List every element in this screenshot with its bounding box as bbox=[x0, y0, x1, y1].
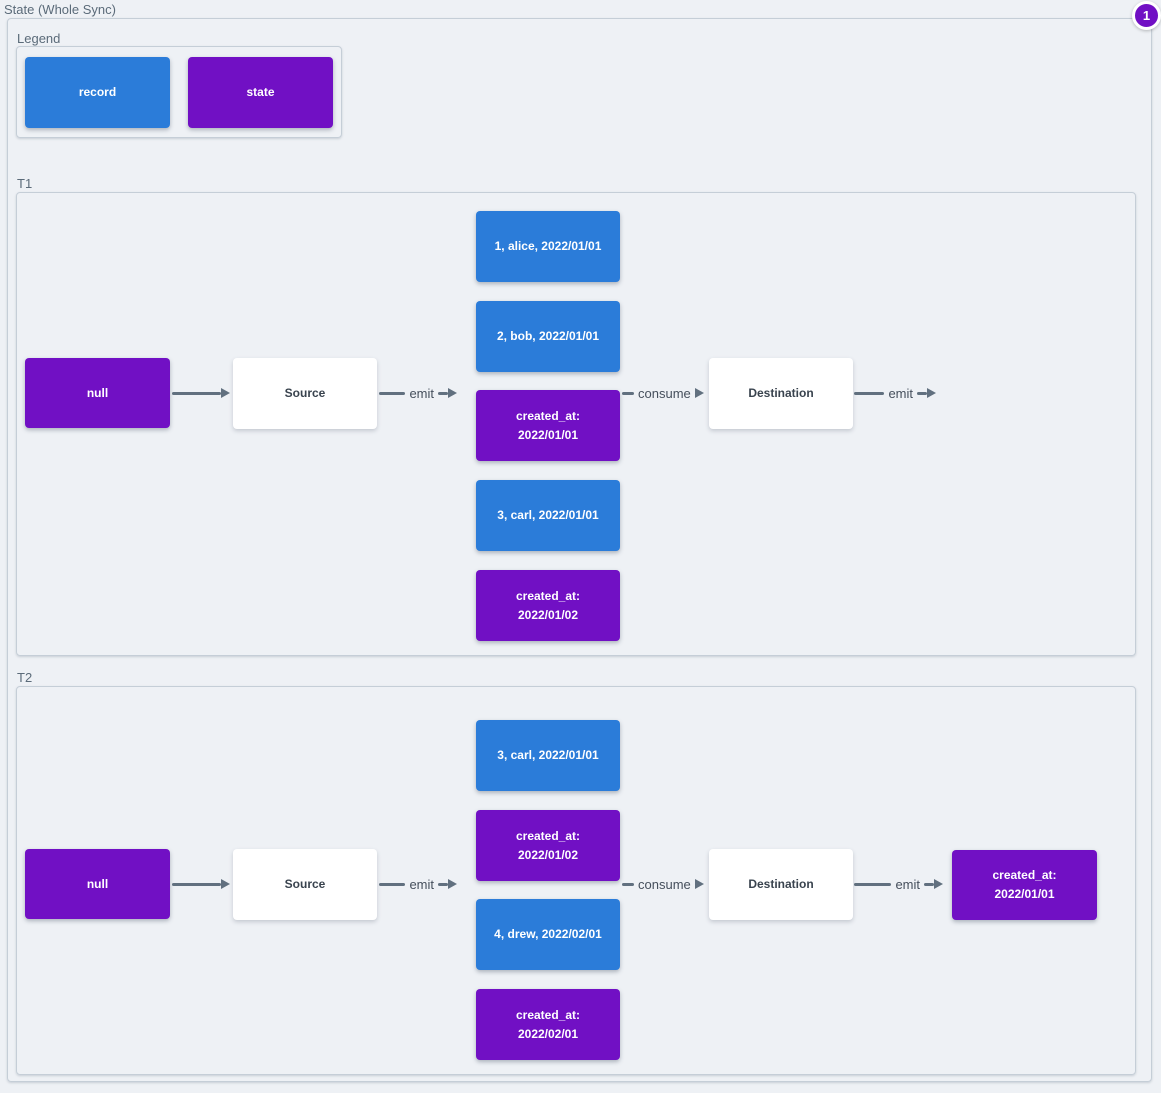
t2-emit-connector: emit bbox=[379, 876, 457, 892]
t2-label: T2 bbox=[17, 670, 33, 685]
arrow-line bbox=[622, 391, 634, 395]
t1-source-label: Source bbox=[284, 386, 326, 400]
t2-record-node: 4, drew, 2022/02/01 bbox=[476, 899, 620, 970]
t1-source-node: Source bbox=[233, 358, 377, 429]
t2-input-state-node: null bbox=[25, 849, 170, 919]
arrow-line bbox=[172, 391, 221, 395]
state-text-line2: 2022/01/01 bbox=[994, 887, 1055, 901]
t2-destination-label: Destination bbox=[748, 877, 814, 891]
state-text-line1: created_at: bbox=[992, 868, 1057, 882]
arrowhead-icon bbox=[694, 388, 704, 398]
t1-destination-label: Destination bbox=[748, 386, 814, 400]
record-text: 2, bob, 2022/01/01 bbox=[496, 329, 600, 343]
t2-state-node: created_at: 2022/01/02 bbox=[476, 810, 620, 881]
arrow-line bbox=[917, 391, 927, 395]
t1-destination-node: Destination bbox=[709, 358, 853, 429]
t1-consume-label: consume bbox=[638, 385, 691, 401]
t2-consume-connector: consume bbox=[622, 876, 708, 892]
state-text-line2: 2022/01/02 bbox=[517, 607, 579, 622]
t1-consume-connector: consume bbox=[622, 385, 708, 401]
t1-frame bbox=[16, 192, 1136, 656]
t2-consume-label: consume bbox=[638, 876, 691, 892]
t1-record-node: 3, carl, 2022/01/01 bbox=[476, 480, 620, 551]
t2-emit-out-connector: emit bbox=[854, 876, 943, 892]
state-whole-sync-frame bbox=[7, 18, 1152, 1082]
arrowhead-icon bbox=[934, 879, 943, 889]
state-text-line1: created_at: bbox=[515, 828, 581, 843]
t2-source-node: Source bbox=[233, 849, 377, 920]
t1-state-node: created_at: 2022/01/02 bbox=[476, 570, 620, 641]
record-text: 1, alice, 2022/01/01 bbox=[494, 239, 602, 253]
t1-input-state-node: null bbox=[25, 358, 170, 428]
state-text-line1: created_at: bbox=[515, 588, 581, 603]
t2-output-state-node: created_at: 2022/01/01 bbox=[952, 850, 1097, 920]
arrowhead-icon bbox=[221, 879, 230, 889]
t1-emit-label: emit bbox=[409, 385, 434, 401]
arrowhead-icon bbox=[448, 388, 457, 398]
t1-arrow-null-to-source bbox=[172, 385, 230, 401]
legend-state-node: state bbox=[188, 57, 333, 128]
t2-frame bbox=[16, 686, 1136, 1075]
state-text-line2: 2022/02/01 bbox=[517, 1026, 579, 1041]
t1-input-state-label: null bbox=[86, 385, 109, 400]
t1-label: T1 bbox=[17, 176, 33, 191]
t1-record-node: 1, alice, 2022/01/01 bbox=[476, 211, 620, 282]
arrow-line bbox=[854, 882, 892, 886]
arrow-line bbox=[379, 882, 406, 886]
annotation-badge-1[interactable]: 1 bbox=[1132, 1, 1161, 30]
t2-emit-out-label: emit bbox=[895, 876, 920, 892]
legend-record-node: record bbox=[25, 57, 170, 128]
state-text-line1: created_at: bbox=[515, 408, 581, 423]
t2-record-node: 3, carl, 2022/01/01 bbox=[476, 720, 620, 791]
arrow-line bbox=[438, 882, 448, 886]
t1-emit-out-label: emit bbox=[888, 385, 913, 401]
arrowhead-icon bbox=[927, 388, 936, 398]
legend-frame bbox=[16, 46, 342, 138]
state-text-line1: created_at: bbox=[515, 1007, 581, 1022]
record-text: 4, drew, 2022/02/01 bbox=[494, 927, 602, 941]
t1-state-node: created_at: 2022/01/01 bbox=[476, 390, 620, 461]
record-text: 3, carl, 2022/01/01 bbox=[497, 508, 599, 522]
state-whole-sync-label: State (Whole Sync) bbox=[4, 2, 116, 17]
arrow-line bbox=[438, 391, 448, 395]
t1-record-node: 2, bob, 2022/01/01 bbox=[476, 301, 620, 372]
t1-emit-out-connector: emit bbox=[854, 385, 936, 401]
state-text-line2: 2022/01/01 bbox=[517, 427, 579, 442]
t2-arrow-null-to-source bbox=[172, 876, 230, 892]
legend-record-label: record bbox=[78, 85, 117, 99]
arrow-line bbox=[854, 391, 885, 395]
t2-emit-label: emit bbox=[409, 876, 434, 892]
legend-state-label: state bbox=[246, 85, 275, 99]
legend-label: Legend bbox=[17, 31, 61, 46]
arrowhead-icon bbox=[448, 879, 457, 889]
arrow-line bbox=[924, 882, 934, 886]
t1-emit-connector: emit bbox=[379, 385, 457, 401]
arrowhead-icon bbox=[221, 388, 230, 398]
record-text: 3, carl, 2022/01/01 bbox=[497, 748, 599, 762]
t2-source-label: Source bbox=[284, 877, 326, 891]
t2-destination-node: Destination bbox=[709, 849, 853, 920]
arrow-line bbox=[379, 391, 406, 395]
t2-input-state-label: null bbox=[86, 876, 109, 891]
arrow-line bbox=[172, 882, 221, 886]
arrow-line bbox=[622, 882, 634, 886]
state-text-line2: 2022/01/02 bbox=[517, 847, 579, 862]
t2-state-node: created_at: 2022/02/01 bbox=[476, 989, 620, 1060]
arrowhead-icon bbox=[694, 879, 704, 889]
